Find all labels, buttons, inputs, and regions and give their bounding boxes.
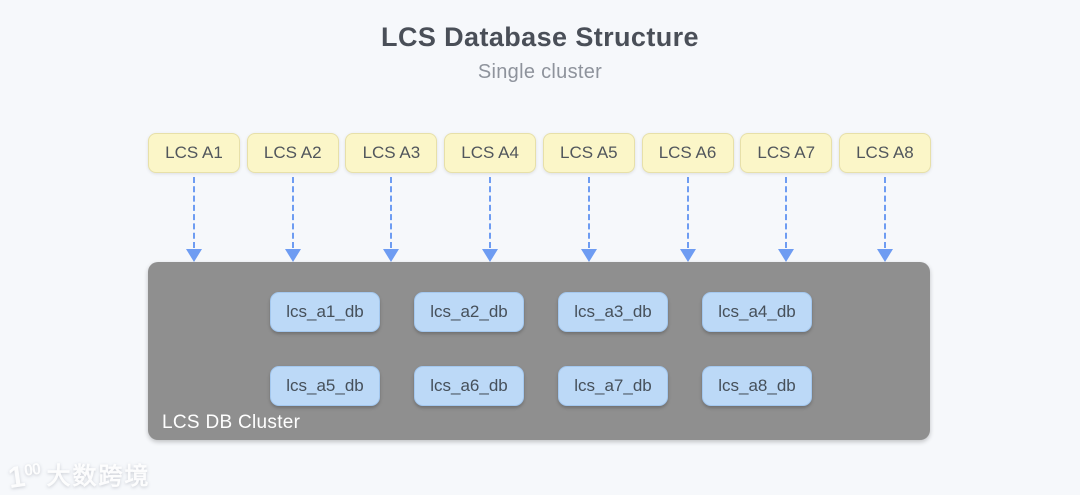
arrow-row — [148, 177, 931, 262]
db-node-lcs-a3-db: lcs_a3_db — [558, 292, 668, 332]
app-node-lcs-a4: LCS A4 — [444, 133, 537, 173]
watermark-text: 大数跨境 — [46, 463, 151, 490]
cluster-label: LCS DB Cluster — [162, 412, 301, 433]
diagram-subtitle: Single cluster — [477, 61, 603, 83]
app-node-lcs-a8: LCS A8 — [838, 133, 931, 173]
diagram-title: LCS Database Structure — [381, 22, 699, 52]
db-node-lcs-a5-db: lcs_a5_db — [270, 366, 380, 406]
app-node-lcs-a1: LCS A1 — [148, 133, 240, 173]
db-node-row-2: lcs_a5_db lcs_a6_db lcs_a7_db lcs_a8_db — [270, 366, 812, 406]
arrow-down-icon — [345, 177, 437, 262]
db-node-lcs-a1-db: lcs_a1_db — [270, 292, 380, 332]
arrow-down-icon — [444, 177, 536, 262]
arrow-down-icon — [148, 177, 240, 262]
db-node-lcs-a2-db: lcs_a2_db — [414, 292, 524, 332]
app-node-lcs-a5: LCS A5 — [542, 133, 635, 173]
app-node-lcs-a6: LCS A6 — [641, 133, 734, 173]
db-node-lcs-a7-db: lcs_a7_db — [558, 366, 668, 406]
db-node-lcs-a4-db: lcs_a4_db — [702, 292, 812, 332]
arrow-down-icon — [642, 177, 734, 262]
arrow-down-icon — [247, 177, 339, 262]
db-node-row-1: lcs_a1_db lcs_a2_db lcs_a3_db lcs_a4_db — [270, 292, 812, 332]
arrow-down-icon — [740, 177, 832, 262]
watermark: 100 大数跨境 — [6, 459, 151, 495]
arrow-down-icon — [839, 177, 931, 262]
db-node-lcs-a8-db: lcs_a8_db — [702, 366, 812, 406]
app-node-lcs-a3: LCS A3 — [345, 133, 438, 173]
app-node-row: LCS A1 LCS A2 LCS A3 LCS A4 LCS A5 LCS A… — [148, 133, 931, 173]
app-node-lcs-a7: LCS A7 — [740, 133, 833, 173]
diagram-header: LCS Database Structure Single cluster — [0, 22, 1080, 84]
app-node-lcs-a2: LCS A2 — [246, 133, 339, 173]
arrow-down-icon — [543, 177, 635, 262]
watermark-logo-icon: 100 — [6, 460, 42, 495]
db-node-lcs-a6-db: lcs_a6_db — [414, 366, 524, 406]
db-cluster-box: lcs_a1_db lcs_a2_db lcs_a3_db lcs_a4_db … — [148, 262, 930, 440]
